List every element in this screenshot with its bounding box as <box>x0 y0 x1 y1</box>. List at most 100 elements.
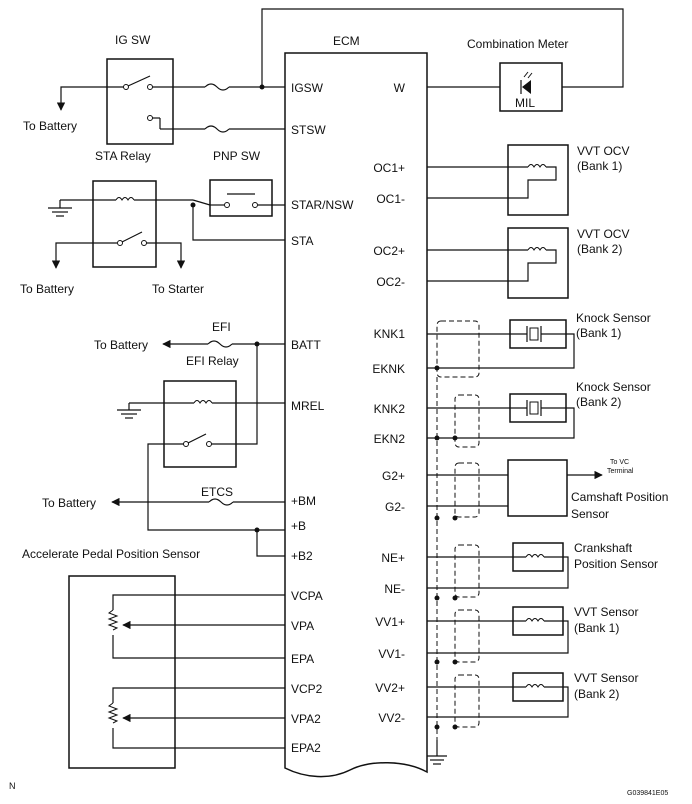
ig-switch <box>123 75 173 130</box>
pin-g2m: G2- <box>385 500 405 514</box>
shield-junction-dots <box>434 365 458 730</box>
pin-b2: +B2 <box>291 549 313 563</box>
vvt-sensor-2-l2: (Bank 2) <box>574 687 619 701</box>
vvt-ocv-1-l2: (Bank 1) <box>577 159 622 173</box>
sta-relay-label: STA Relay <box>95 149 151 163</box>
knock-2-l2: (Bank 2) <box>576 395 621 409</box>
pin-knk2: KNK2 <box>374 402 406 416</box>
crankshaft-l1: Crankshaft <box>574 541 633 555</box>
sta-relay <box>51 197 193 269</box>
pin-oc1p: OC1+ <box>373 161 405 175</box>
pin-knk1: KNK1 <box>374 327 406 341</box>
knock-2-l1: Knock Sensor <box>576 380 651 394</box>
mil-led-icon <box>520 71 533 94</box>
pin-w: W <box>394 81 406 95</box>
pnp-switch <box>192 193 285 208</box>
efi-relay-label: EFI Relay <box>186 354 239 368</box>
vvt-sensor-1-l1: VVT Sensor <box>574 605 638 619</box>
accel-sensor-label: Accelerate Pedal Position Sensor <box>22 547 200 561</box>
wire-sta <box>192 205 285 241</box>
shield-lines <box>436 320 480 740</box>
ecm-block <box>284 52 428 778</box>
to-vc-l2: Terminal <box>607 468 634 475</box>
pin-nem: NE- <box>384 582 405 596</box>
pin-eknk: EKNK <box>372 362 405 376</box>
ocv-1-coil <box>427 164 557 199</box>
vvt-sensor-2 <box>427 672 569 718</box>
etcs-label: ETCS <box>201 485 233 499</box>
pin-nep: NE+ <box>381 551 405 565</box>
pin-vv2p: VV2+ <box>375 681 405 695</box>
pin-stsw: STSW <box>291 123 326 137</box>
combination-meter-label: Combination Meter <box>467 37 568 51</box>
pin-vpa2: VPA2 <box>291 712 321 726</box>
pin-oc2m: OC2- <box>376 275 405 289</box>
efi-label: EFI <box>212 320 231 334</box>
crankshaft-l2: Position Sensor <box>574 557 658 571</box>
to-battery-3: To Battery <box>94 338 148 352</box>
pin-g2p: G2+ <box>382 469 405 483</box>
mil-label: MIL <box>515 96 535 110</box>
pin-vcpa: VCPA <box>291 589 323 603</box>
ocv-2-coil <box>427 247 557 282</box>
pnp-sw-label: PNP SW <box>213 149 261 163</box>
pin-epa2: EPA2 <box>291 741 321 755</box>
footer-left-mark: N <box>9 781 16 791</box>
pin-b: +B <box>291 519 306 533</box>
accel-sensor-box <box>68 575 176 769</box>
camshaft-l2: Sensor <box>571 507 609 521</box>
vvt-ocv-2-box <box>507 227 569 299</box>
efi-relay <box>129 344 285 531</box>
pin-epa: EPA <box>291 652 314 666</box>
pin-star-nsw: STAR/NSW <box>291 198 354 212</box>
pin-vcp2: VCP2 <box>291 682 323 696</box>
knock-2-sensor <box>427 393 575 439</box>
ecm-right-pins: W OC1+ OC1- OC2+ OC2- KNK1 EKNK KNK2 EKN… <box>372 81 405 725</box>
fuse-stsw <box>204 125 230 133</box>
ground-icon-3 <box>427 740 447 765</box>
ground-icon <box>48 200 72 217</box>
knock-1-l1: Knock Sensor <box>576 311 651 325</box>
pin-vv1p: VV1+ <box>375 615 405 629</box>
pin-mrel: MREL <box>291 399 325 413</box>
wire-to-battery-1 <box>56 86 124 111</box>
accel-pots <box>107 594 285 749</box>
combination-meter-box <box>499 62 563 112</box>
ecm-left-pins: IGSW STSW STAR/NSW STA BATT MREL +BM +B … <box>291 81 354 755</box>
to-battery-4: To Battery <box>42 496 96 510</box>
vvt-ocv-2-l1: VVT OCV <box>577 227 629 241</box>
pin-igsw: IGSW <box>291 81 324 95</box>
pin-vv1m: VV1- <box>378 647 405 661</box>
vvt-ocv-2-l2: (Bank 2) <box>577 242 622 256</box>
to-vc-l1: To VC <box>610 459 629 466</box>
pin-oc2p: OC2+ <box>373 244 405 258</box>
efi-relay-box <box>163 380 237 468</box>
pin-vv2m: VV2- <box>378 711 405 725</box>
pin-ekn2: EKN2 <box>374 432 406 446</box>
vvt-sensor-1 <box>427 606 569 654</box>
fuse-igsw <box>204 83 230 91</box>
to-battery-1: To Battery <box>23 119 77 133</box>
figure-code: G039841E05 <box>627 790 668 797</box>
camshaft-l1: Camshaft Position <box>571 490 668 504</box>
vvt-sensor-2-l1: VVT Sensor <box>574 671 638 685</box>
pnp-switch-box <box>209 179 273 217</box>
pin-oc1m: OC1- <box>376 192 405 206</box>
ig-sw-label: IG SW <box>115 33 151 47</box>
pin-batt: BATT <box>291 338 321 352</box>
vvt-sensor-1-l2: (Bank 1) <box>574 621 619 635</box>
ecm-title: ECM <box>333 34 360 48</box>
knock-1-l2: (Bank 1) <box>576 326 621 340</box>
ig-switch-box <box>106 58 174 145</box>
to-starter: To Starter <box>152 282 204 296</box>
ground-icon-2 <box>117 403 141 419</box>
crankshaft-sensor <box>427 542 569 589</box>
to-battery-2: To Battery <box>20 282 74 296</box>
pin-bm: +BM <box>291 494 316 508</box>
sta-relay-box <box>92 180 157 268</box>
fuse-efi <box>207 340 233 348</box>
vvt-ocv-1-l1: VVT OCV <box>577 144 629 158</box>
pin-vpa: VPA <box>291 619 314 633</box>
camshaft-sensor-box <box>507 459 568 517</box>
